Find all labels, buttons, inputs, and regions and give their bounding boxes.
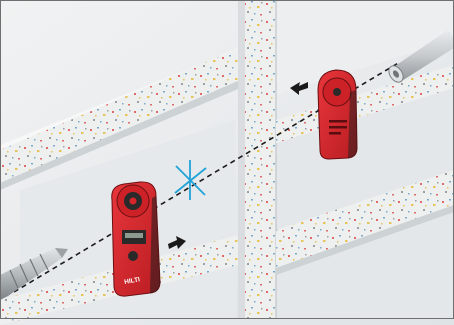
receiver-device-icon [318,70,357,159]
vertical-concrete-wall [238,0,276,318]
